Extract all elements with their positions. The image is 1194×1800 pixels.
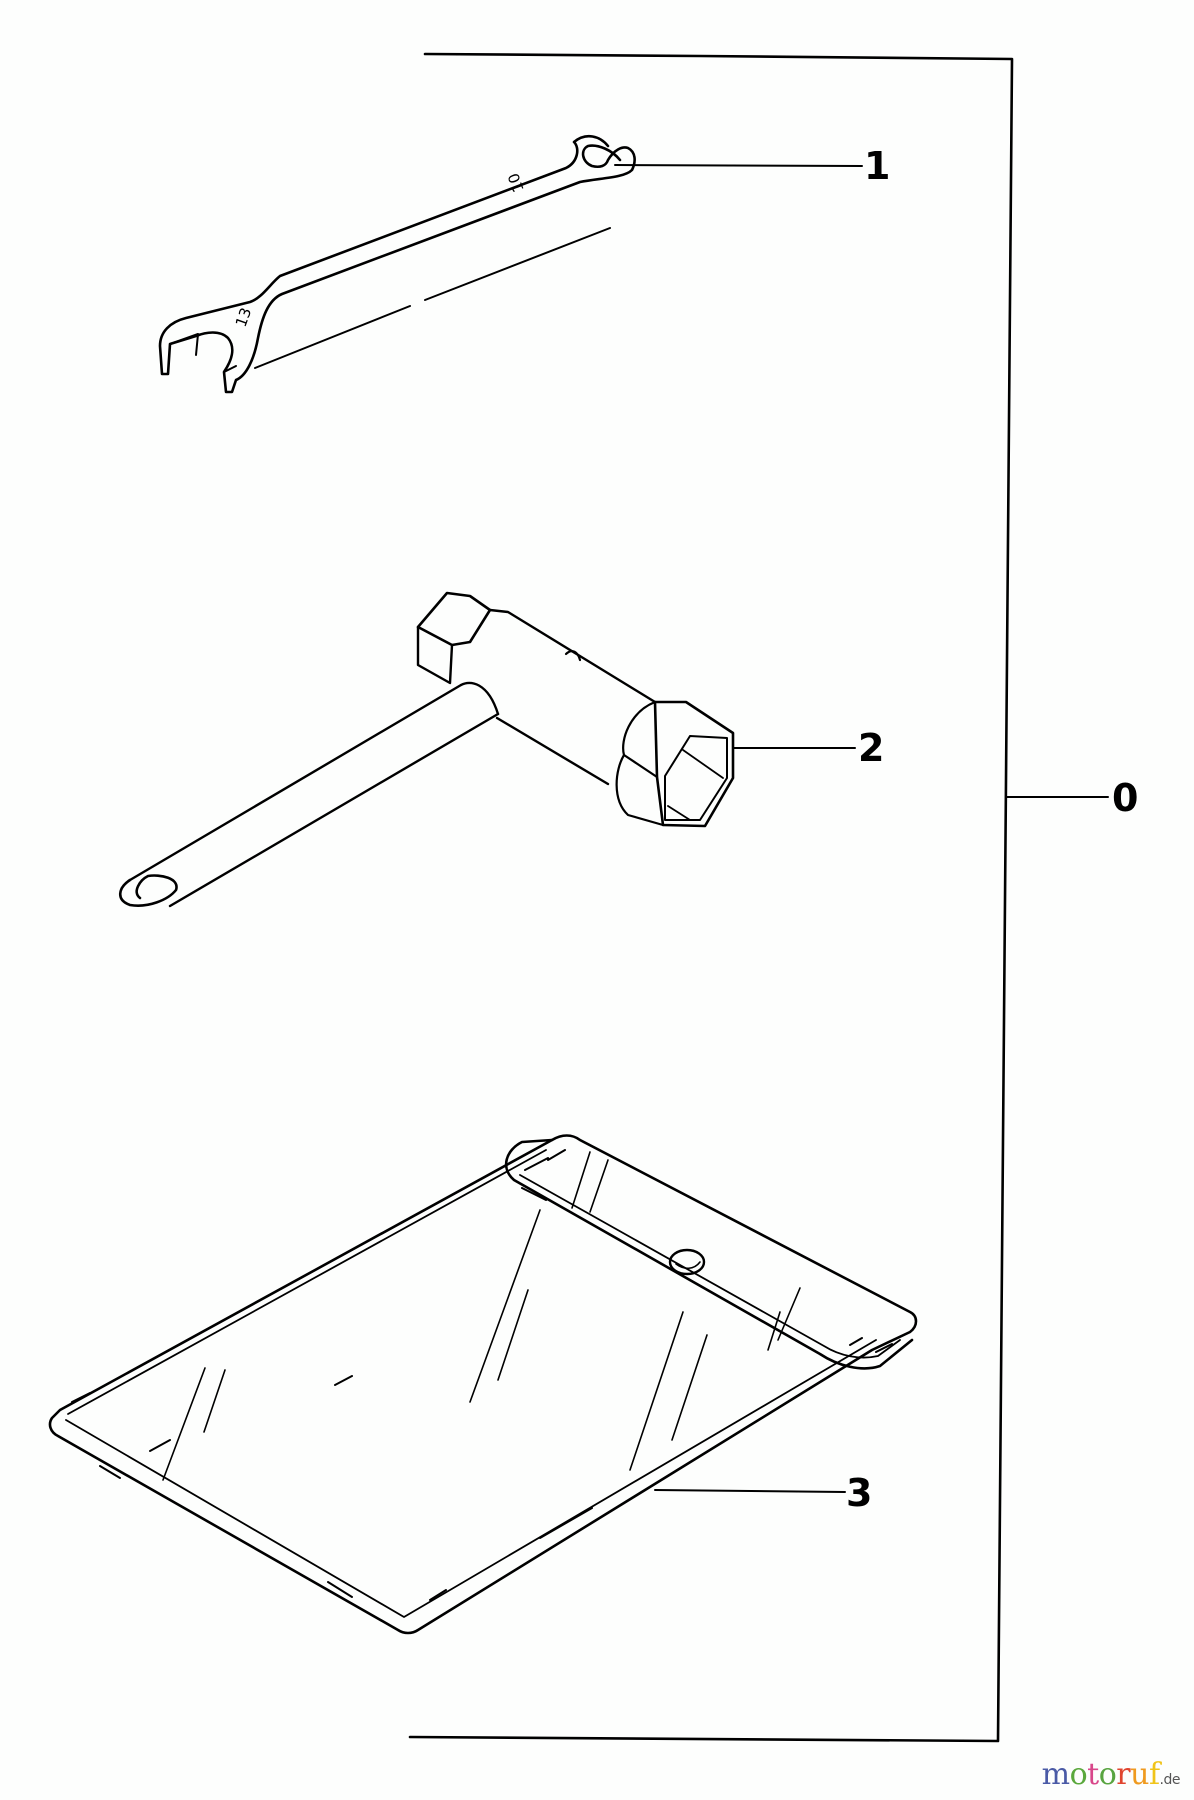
- watermark-letter: m: [1041, 1757, 1070, 1792]
- callout-2: 2: [858, 726, 885, 770]
- callout-1: 1: [864, 144, 891, 188]
- wrench-marking-10: 10: [504, 171, 527, 195]
- watermark-letter: f: [1148, 1757, 1160, 1792]
- callout-line-3: [654, 1489, 846, 1493]
- callout-0: 0: [1112, 776, 1139, 820]
- watermark-letter: o: [1069, 1757, 1088, 1792]
- wrench-marking-13: 13: [232, 305, 255, 329]
- watermark-tld: .de: [1159, 1772, 1181, 1788]
- watermark-logo: motoruf.de: [1041, 1757, 1181, 1792]
- group-bracket: [408, 52, 1109, 1743]
- watermark-letter: u: [1130, 1757, 1149, 1792]
- callout-line-1: [614, 164, 863, 167]
- socket-wrench-icon: [118, 591, 735, 908]
- watermark-letter: o: [1098, 1757, 1117, 1792]
- tool-bag-icon: [48, 1134, 918, 1635]
- watermark-letter: r: [1116, 1757, 1131, 1792]
- watermark-letter: t: [1087, 1757, 1099, 1792]
- callout-3: 3: [846, 1471, 873, 1515]
- open-end-wrench-icon: 13 10: [158, 134, 636, 394]
